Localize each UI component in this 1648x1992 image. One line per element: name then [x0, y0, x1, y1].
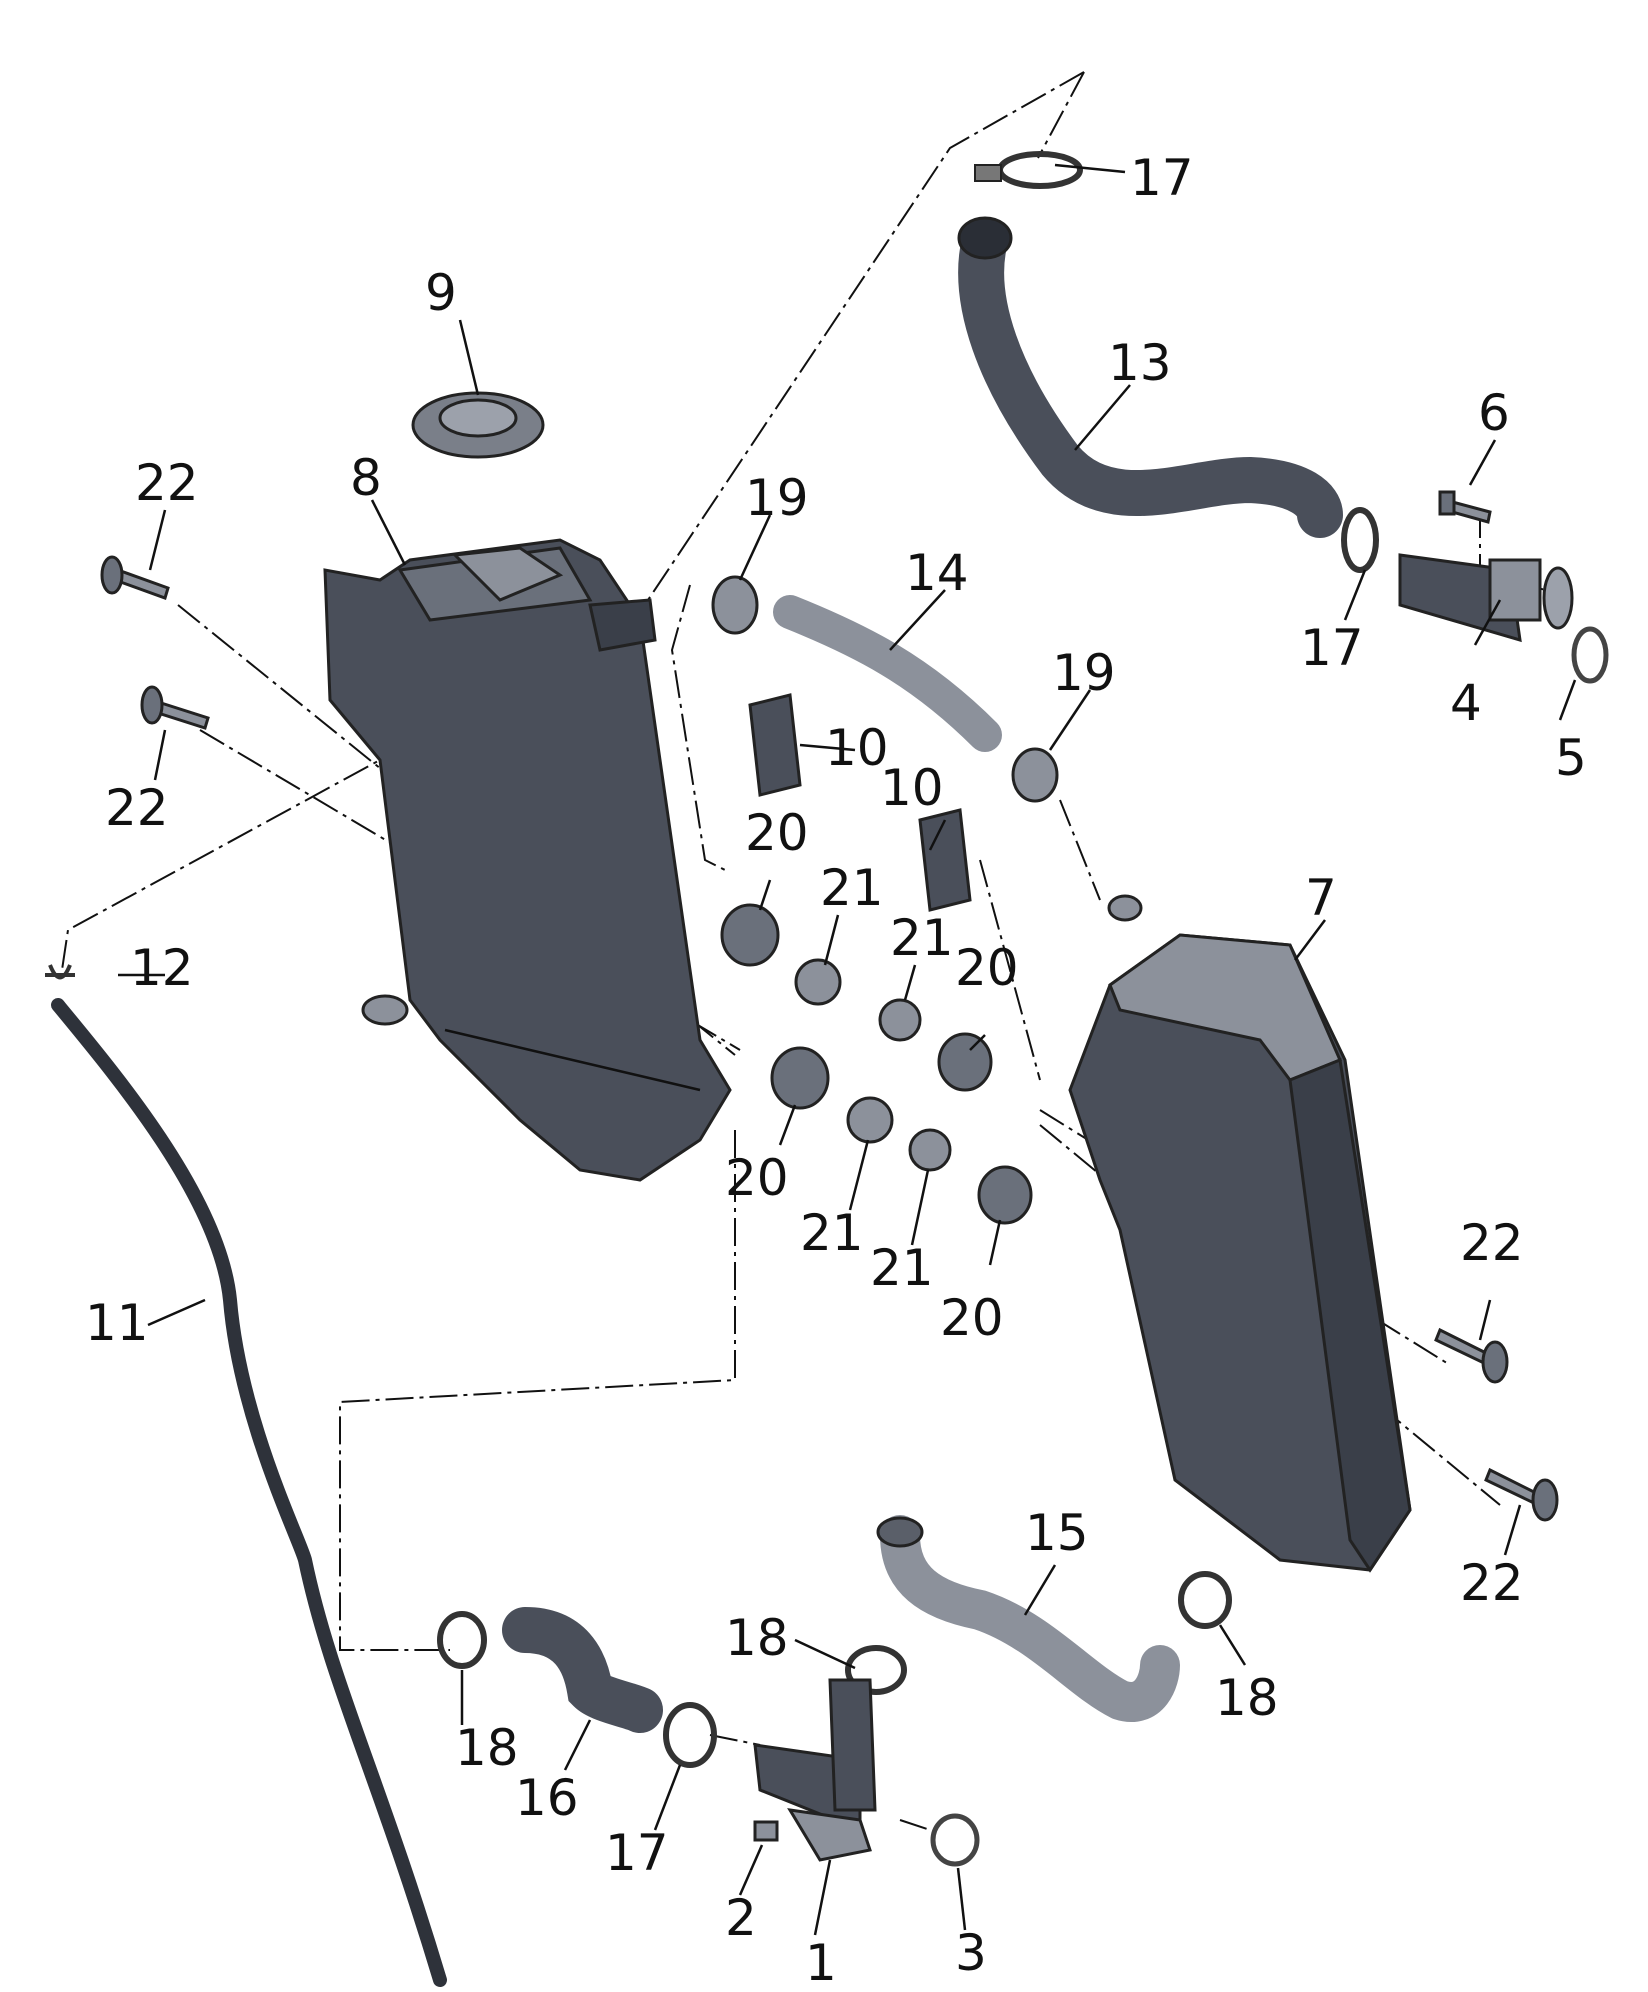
- o-ring-lower: [930, 1813, 980, 1867]
- callout-10: 10: [880, 759, 944, 817]
- callout-20: 20: [745, 804, 809, 862]
- callout-18: 18: [725, 1609, 789, 1667]
- callout-21: 21: [870, 1239, 934, 1297]
- hose-clip: [45, 964, 75, 980]
- rubber-pad-left: [748, 693, 802, 797]
- callout-21: 21: [890, 909, 954, 967]
- upper-hose-end: [957, 216, 1013, 260]
- callout-2: 2: [725, 1889, 757, 1947]
- hose-clamp-right: [1341, 507, 1379, 573]
- callout-20: 20: [955, 939, 1019, 997]
- hose-clamp-lower: [663, 1702, 717, 1768]
- callout-22: 22: [1460, 1554, 1524, 1612]
- hose-clamp-top: [974, 151, 1083, 189]
- callout-9: 9: [425, 264, 457, 322]
- callout-20: 20: [725, 1149, 789, 1207]
- rubber-pad-right: [918, 808, 972, 912]
- hose-clamp-19-left: [711, 575, 759, 635]
- lower-hose-end: [876, 1516, 924, 1548]
- overflow-hose: [51, 998, 447, 1987]
- hose-clamp-19-right: [1011, 747, 1059, 803]
- callout-14: 14: [905, 544, 969, 602]
- callout-21: 21: [820, 859, 884, 917]
- callout-3: 3: [955, 1924, 987, 1982]
- callout-22: 22: [135, 454, 199, 512]
- collars: [794, 958, 952, 1172]
- lower-hose: [880, 1515, 1180, 1722]
- callout-22: 22: [105, 779, 169, 837]
- leader-lines: [118, 163, 1577, 1936]
- callout-17: 17: [605, 1824, 669, 1882]
- callout-1: 1: [805, 1934, 837, 1992]
- callout-18: 18: [1215, 1669, 1279, 1727]
- callout-22: 22: [1460, 1214, 1524, 1272]
- radiator-cap: [411, 391, 545, 459]
- hose-clamps-18: [437, 1571, 1232, 1695]
- callout-13: 13: [1108, 334, 1172, 392]
- callout-8: 8: [350, 449, 382, 507]
- callout-21: 21: [800, 1204, 864, 1262]
- right-radiator: [1068, 894, 1412, 1573]
- grommets: [720, 903, 1033, 1225]
- callout-11: 11: [85, 1294, 149, 1352]
- callout-12: 12: [130, 939, 194, 997]
- mounting-bolts: [100, 555, 1559, 1522]
- water-fitting-lower: [753, 1678, 877, 1862]
- callout-17: 17: [1300, 619, 1364, 677]
- callout-5: 5: [1555, 729, 1587, 787]
- callout-15: 15: [1025, 1504, 1089, 1562]
- callout-16: 16: [515, 1769, 579, 1827]
- elbow-hose: [502, 1607, 663, 1733]
- upper-hose: [958, 217, 1343, 538]
- callout-17: 17: [1130, 149, 1194, 207]
- callout-4: 4: [1450, 674, 1482, 732]
- callout-19: 19: [745, 469, 809, 527]
- callout-19: 19: [1052, 644, 1116, 702]
- crossover-hose: [773, 595, 1002, 752]
- callout-20: 20: [940, 1289, 1004, 1347]
- callout-7: 7: [1305, 869, 1337, 927]
- callout-18: 18: [455, 1719, 519, 1777]
- left-radiator: [323, 538, 732, 1182]
- callout-10: 10: [825, 719, 889, 777]
- fitting-bolt: [1438, 490, 1492, 524]
- callout-labels: 17 9 13 6 22 8 19 14 17 4 5 19 10 10 22 …: [85, 149, 1587, 1992]
- callout-6: 6: [1478, 384, 1510, 442]
- o-ring-upper: [1571, 626, 1609, 684]
- fitting-bolt-lower: [753, 1820, 779, 1842]
